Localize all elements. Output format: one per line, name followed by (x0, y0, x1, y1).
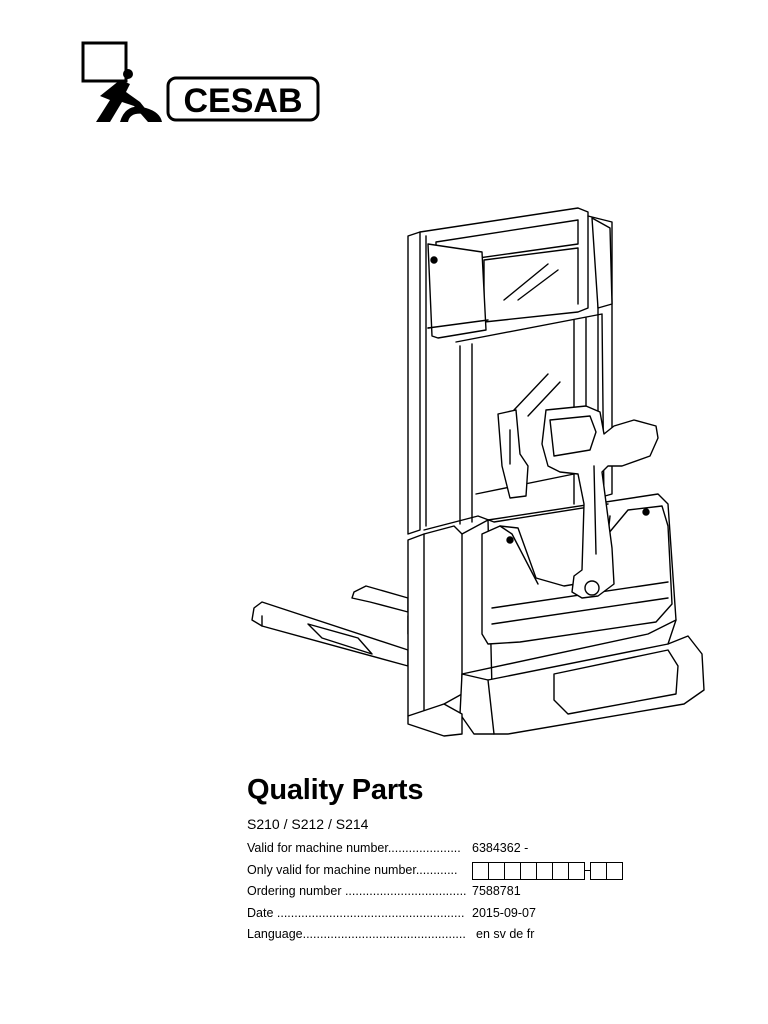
cesab-logo: CESAB (81, 41, 320, 122)
spec-label: Language................................… (247, 927, 466, 941)
spec-row-only-valid-machine: Only valid for machine number...........… (247, 861, 667, 883)
spec-value: 2015-09-07 (472, 905, 536, 920)
digit-box (520, 861, 537, 880)
digit-box (536, 861, 553, 880)
digit-box (472, 861, 489, 880)
spec-list: Valid for machine number................… (247, 839, 667, 947)
digit-box (590, 861, 607, 880)
spec-label: Ordering number ........................… (247, 884, 467, 898)
spec-row-language: Language................................… (247, 925, 667, 947)
digit-box (488, 861, 505, 880)
digit-box (568, 861, 585, 880)
stacker-truck-illustration (251, 207, 705, 737)
spec-row-valid-machine: Valid for machine number................… (247, 839, 667, 861)
digit-box (552, 861, 569, 880)
spec-row-ordering-number: Ordering number ........................… (247, 882, 667, 904)
spec-label: Valid for machine number................… (247, 841, 461, 855)
spec-value: 6384362 - (472, 841, 529, 855)
logo-wordmark: CESAB (183, 82, 302, 120)
spec-label: Only valid for machine number...........… (247, 862, 458, 877)
model-list: S210 / S212 / S214 (247, 816, 369, 832)
machine-number-boxes (472, 860, 623, 883)
box-separator (585, 870, 591, 872)
spec-row-date: Date ...................................… (247, 904, 667, 926)
spec-value: en sv de fr (476, 927, 535, 941)
spec-value: 7588781 (472, 884, 521, 898)
digit-box (606, 861, 623, 880)
document-title: Quality Parts (247, 774, 424, 806)
digit-box (504, 861, 521, 880)
spec-label: Date ...................................… (247, 905, 465, 920)
